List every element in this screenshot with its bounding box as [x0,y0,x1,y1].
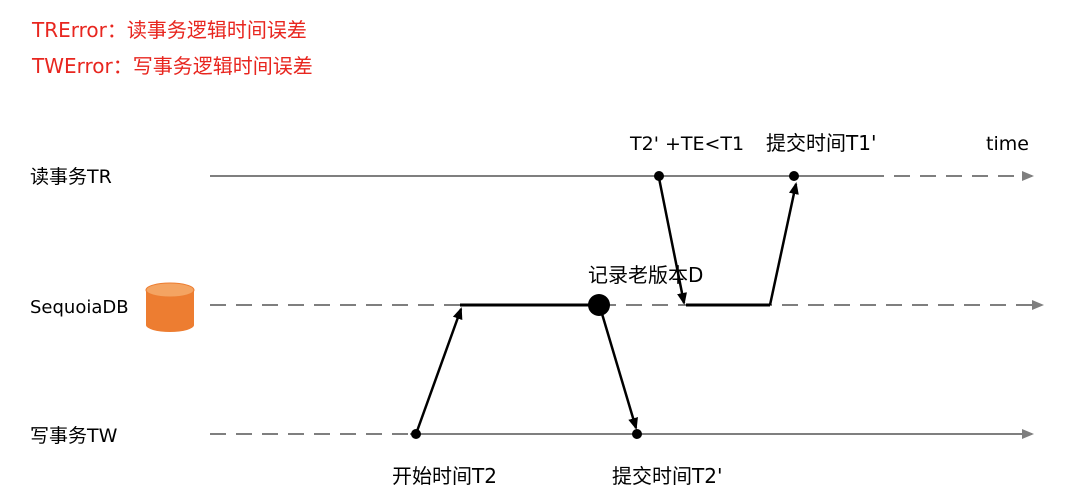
point-tw-start [411,429,421,439]
database-cylinder-icon [145,282,195,332]
row-label-tw: 写事务TW [30,425,118,447]
label-time-axis: time [986,133,1029,155]
arrow-db-to-tr-commit [768,182,799,306]
label-commit-t1: 提交时间T1' [766,131,876,155]
point-tr-read [654,171,664,181]
label-t2-te-lt-t1: T2' +TE<T1 [629,133,744,155]
legend-tw-error: TWError：写事务逻辑时间误差 [32,54,313,78]
label-record-old-version: 记录老版本D [588,263,703,287]
arrow-db-to-tw-commit [598,306,638,430]
label-commit-t2: 提交时间T2' [612,464,722,488]
point-record-old-version [588,294,610,316]
arrow-tr-read-to-db [657,177,687,305]
row-label-db: SequoiaDB [30,297,129,318]
label-start-t2: 开始时间T2 [392,464,497,488]
point-tw-commit [632,429,642,439]
arrow-tw-start-to-db [414,307,463,435]
row-label-tr: 读事务TR [30,166,112,188]
point-tr-commit [789,171,799,181]
legend-tr-error: TRError：读事务逻辑时间误差 [32,18,307,42]
